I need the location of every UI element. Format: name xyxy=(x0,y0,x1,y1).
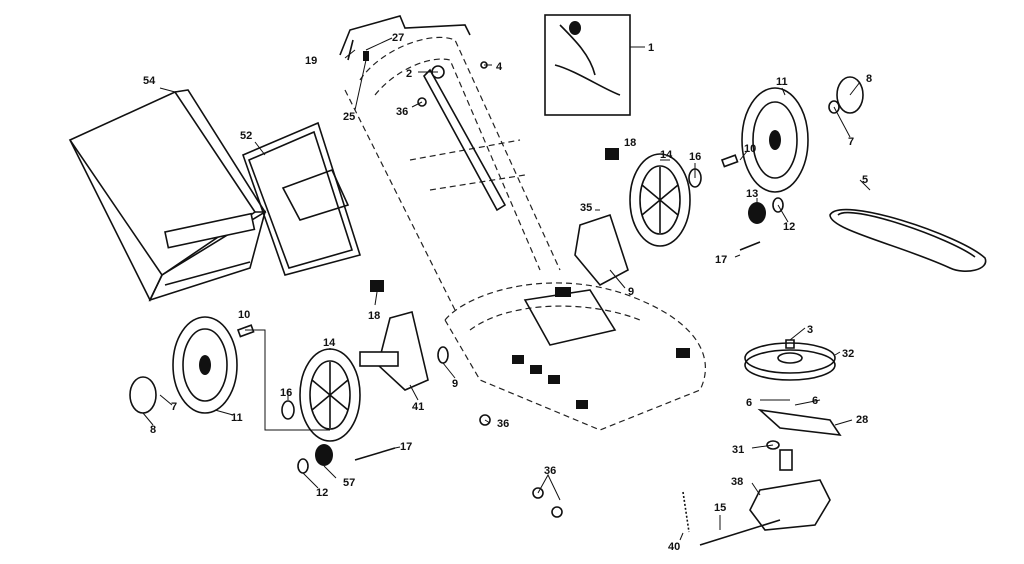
label-13: 13 xyxy=(746,188,758,200)
bolt-36-bottom-b xyxy=(551,506,563,518)
label-18b: 18 xyxy=(368,310,380,322)
label-12b: 12 xyxy=(316,487,328,499)
height-adjuster-right xyxy=(574,213,629,287)
drive-belt xyxy=(829,208,987,272)
hub-cap-left xyxy=(129,376,157,414)
label-15: 15 xyxy=(714,502,726,514)
roll-pin-left xyxy=(354,447,396,461)
pinion-left xyxy=(315,444,333,466)
label-10b: 10 xyxy=(238,309,250,321)
label-16b: 16 xyxy=(280,387,292,399)
gear-wheel-left xyxy=(299,348,361,442)
wheel-left xyxy=(172,316,238,414)
label-32: 32 xyxy=(842,348,854,360)
label-8b: 8 xyxy=(150,424,156,436)
label-6a: 6 xyxy=(746,397,752,409)
label-1: 1 xyxy=(648,42,654,54)
label-7b: 7 xyxy=(171,401,177,413)
control-wire xyxy=(339,15,471,61)
label-25: 25 xyxy=(343,111,355,123)
label-9a: 9 xyxy=(628,286,634,298)
label-54: 54 xyxy=(143,75,156,87)
washer-left xyxy=(281,400,295,420)
washer-9-left xyxy=(437,346,449,364)
inset-box xyxy=(544,14,631,116)
height-adjuster-left xyxy=(359,280,429,391)
label-7a: 7 xyxy=(848,136,854,148)
label-38: 38 xyxy=(731,476,743,488)
label-11a: 11 xyxy=(776,76,788,88)
wheel-right xyxy=(741,87,809,193)
label-27: 27 xyxy=(392,32,404,44)
label-8a: 8 xyxy=(866,73,872,85)
axle-pin-right xyxy=(720,154,739,168)
label-36b: 36 xyxy=(497,418,509,430)
label-40: 40 xyxy=(668,541,680,553)
label-18a: 18 xyxy=(624,137,636,149)
label-6b: 6 xyxy=(812,395,818,407)
leader-lines xyxy=(142,37,871,541)
label-41: 41 xyxy=(412,401,424,413)
part-labels: 1 2 3 4 5 6 6 7 7 8 8 9 9 10 10 11 11 12… xyxy=(143,32,872,553)
label-12a: 12 xyxy=(783,221,795,233)
label-16a: 16 xyxy=(689,151,701,163)
label-4: 4 xyxy=(496,61,503,73)
label-17b: 17 xyxy=(400,441,412,453)
label-17a: 17 xyxy=(715,254,727,266)
label-14a: 14 xyxy=(660,149,673,161)
label-52: 52 xyxy=(240,130,252,142)
label-31: 31 xyxy=(732,444,744,456)
axle-pin-left xyxy=(236,324,255,338)
pulley-and-transmission xyxy=(682,339,842,546)
bag-frame xyxy=(241,121,362,276)
gear-wheel-right xyxy=(629,153,691,247)
label-5: 5 xyxy=(862,174,868,186)
label-36a: 36 xyxy=(396,106,408,118)
handle-assembly xyxy=(344,36,561,311)
label-35: 35 xyxy=(580,202,592,214)
clip-left xyxy=(297,458,309,474)
roll-pin-right xyxy=(739,241,761,251)
mower-deck xyxy=(444,282,706,431)
label-3: 3 xyxy=(807,324,813,336)
label-19: 19 xyxy=(305,55,317,67)
clip-27 xyxy=(363,51,369,61)
height-knob-right xyxy=(605,148,619,160)
label-36c: 36 xyxy=(544,465,556,477)
label-9b: 9 xyxy=(452,378,458,390)
label-28: 28 xyxy=(856,414,868,426)
grass-bag xyxy=(68,89,267,302)
label-10a: 10 xyxy=(744,143,756,155)
label-2: 2 xyxy=(406,68,412,80)
label-57: 57 xyxy=(343,477,355,489)
label-11b: 11 xyxy=(231,412,243,424)
label-14b: 14 xyxy=(323,337,336,349)
